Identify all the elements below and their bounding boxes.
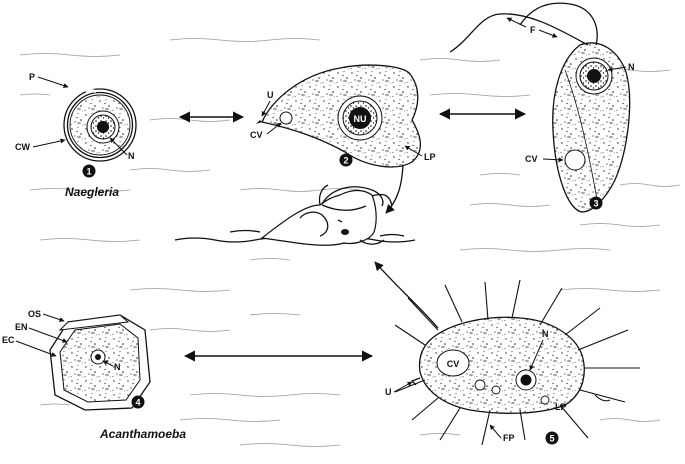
label-nu: NU <box>354 114 367 124</box>
label-cv-troph: CV <box>250 130 263 140</box>
acanthamoeba-trophozoite-labels: CV N U LP FP 5 <box>385 329 567 445</box>
label-n-acyst: N <box>114 362 121 372</box>
label-n-flag: N <box>628 62 635 72</box>
label-fp: FP <box>503 433 515 443</box>
label-n-atroph: N <box>542 329 549 339</box>
label-cv-atroph: CV <box>447 359 460 369</box>
genus-acanthamoeba: Acanthamoeba <box>99 427 186 441</box>
label-u-troph: U <box>267 90 274 100</box>
label-cv-flag: CV <box>525 154 538 164</box>
acanthamoeba-cyst-labels: OS EN EC N 4 Acanthamoeba <box>2 309 186 441</box>
label-p: P <box>29 72 35 82</box>
label-u-atroph: U <box>385 387 392 397</box>
label-ec: EC <box>2 335 15 345</box>
flagellate-labels: F N CV 3 <box>506 17 635 210</box>
stage-number-2: 2 <box>343 156 348 166</box>
stage-number-4: 4 <box>135 398 140 408</box>
label-lp-atroph: LP <box>555 402 567 412</box>
label-n-cyst: N <box>128 151 135 161</box>
label-f: F <box>530 25 536 35</box>
acanthamoeba-trophozoite <box>394 279 640 446</box>
naegleria-trophozoite: NU <box>256 64 421 168</box>
label-cw: CW <box>15 142 30 152</box>
genus-naegleria: Naegleria <box>65 185 119 199</box>
acanthamoeba-cyst <box>49 314 151 411</box>
arrow-trophozoite-to-swimmer <box>385 164 404 214</box>
arrow-acanthamoeba-to-swimmer <box>374 261 439 329</box>
naegleria-cyst <box>63 88 137 162</box>
label-os: OS <box>28 309 41 319</box>
stage-number-1: 1 <box>86 167 91 177</box>
label-lp-troph: LP <box>424 152 436 162</box>
stage-number-5: 5 <box>549 434 554 444</box>
cyst-labels: P CW N 1 Naegleria <box>15 72 135 199</box>
naegleria-flagellate <box>449 2 631 213</box>
label-en: EN <box>15 322 28 332</box>
swimmer-illustration <box>174 184 416 246</box>
stage-number-3: 3 <box>593 199 598 209</box>
trophozoite-labels: U CV LP 2 <box>250 90 436 167</box>
